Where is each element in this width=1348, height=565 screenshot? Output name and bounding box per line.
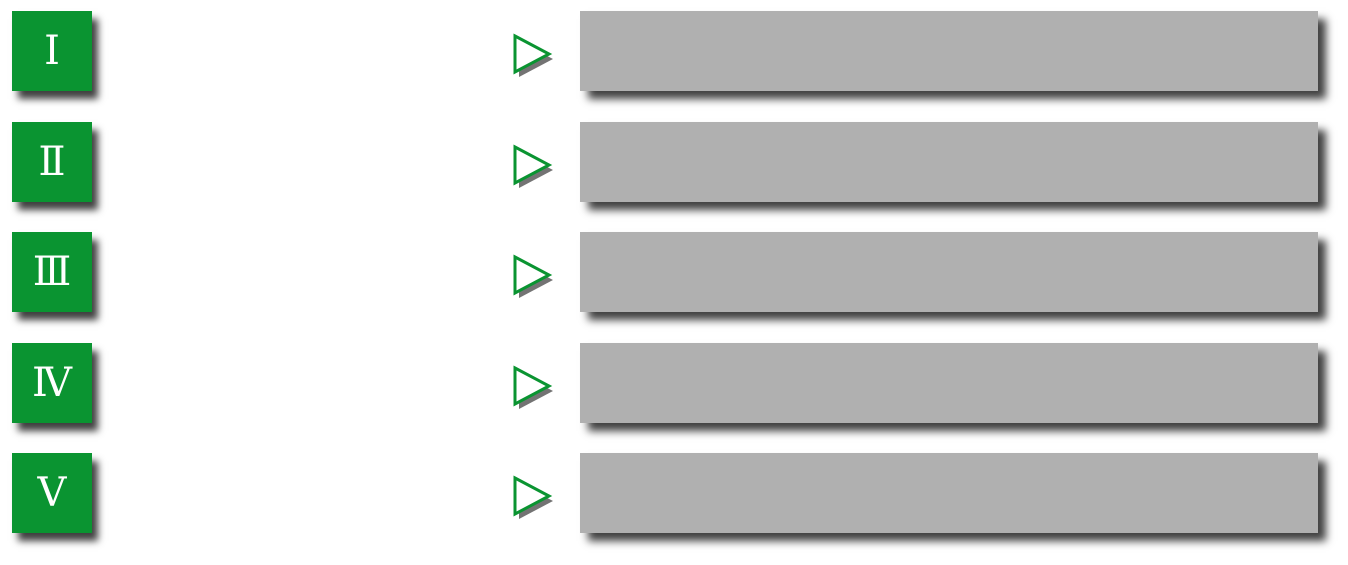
content-bar-5 — [580, 453, 1318, 533]
row-5: Ⅴ — [0, 453, 1348, 535]
play-arrow-outline-icon — [513, 475, 553, 519]
play-arrow-outline-icon — [513, 33, 553, 77]
numeral-box-4: Ⅳ — [12, 343, 92, 423]
numeral-box-5: Ⅴ — [12, 453, 92, 533]
content-bar-4 — [580, 343, 1318, 423]
play-arrow-outline-icon — [513, 365, 553, 409]
content-bar-3 — [580, 232, 1318, 312]
numeral-box-2: Ⅱ — [12, 122, 92, 202]
content-bar-1 — [580, 11, 1318, 91]
play-arrow-outline-icon — [513, 144, 553, 188]
numeral-box-1: Ⅰ — [12, 11, 92, 91]
row-1: Ⅰ — [0, 11, 1348, 93]
play-arrow-outline-icon — [513, 254, 553, 298]
row-2: Ⅱ — [0, 122, 1348, 204]
row-4: Ⅳ — [0, 343, 1348, 425]
content-bar-2 — [580, 122, 1318, 202]
row-3: Ⅲ — [0, 232, 1348, 314]
numeral-box-3: Ⅲ — [12, 232, 92, 312]
